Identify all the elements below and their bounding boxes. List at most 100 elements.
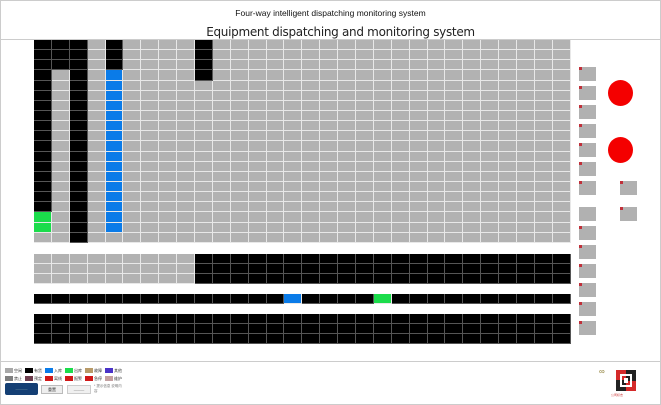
grid-cell-empty[interactable] (356, 232, 374, 243)
grid-cell-occupied[interactable] (69, 212, 88, 223)
grid-cell-empty[interactable] (51, 202, 70, 213)
grid-cell-empty[interactable] (87, 50, 106, 61)
grid-cell-empty[interactable] (463, 212, 482, 223)
grid-cell-occupied[interactable] (195, 254, 213, 265)
grid-cell-empty[interactable] (212, 202, 231, 213)
grid-cell-empty[interactable] (517, 141, 535, 152)
grid-cell-empty[interactable] (338, 141, 357, 152)
grid-cell-empty[interactable] (123, 254, 142, 265)
grid-cell-empty[interactable] (284, 202, 303, 213)
grid-cell-empty[interactable] (552, 202, 571, 213)
grid-cell-empty[interactable] (463, 141, 482, 152)
grid-cell-empty[interactable] (445, 151, 464, 162)
grid-cell-empty[interactable] (373, 232, 392, 243)
grid-cell-occupied[interactable] (409, 334, 428, 345)
grid-cell-empty[interactable] (141, 50, 160, 61)
grid-cell-empty[interactable] (427, 181, 446, 193)
device-station[interactable] (579, 321, 596, 335)
grid-cell-empty[interactable] (284, 80, 303, 91)
grid-cell-empty[interactable] (338, 90, 357, 101)
grid-cell-occupied[interactable] (266, 334, 285, 345)
grid-cell-occupied[interactable] (69, 161, 88, 172)
device-station[interactable] (579, 302, 596, 316)
grid-cell-empty[interactable] (517, 80, 535, 91)
grid-cell-empty[interactable] (463, 222, 482, 233)
grid-cell-empty[interactable] (373, 121, 392, 132)
grid-cell-empty[interactable] (51, 192, 70, 203)
grid-cell-empty[interactable] (391, 100, 410, 111)
grid-cell-occupied[interactable] (499, 254, 518, 265)
grid-cell-occupied[interactable] (552, 314, 571, 325)
grid-cell-empty[interactable] (338, 181, 357, 193)
grid-cell-empty[interactable] (499, 232, 518, 243)
grid-cell-empty[interactable] (373, 192, 392, 203)
grid-cell-occupied[interactable] (320, 314, 339, 325)
grid-cell-empty[interactable] (230, 100, 249, 111)
grid-cell-empty[interactable] (159, 232, 178, 243)
grid-cell-empty[interactable] (284, 70, 303, 81)
grid-cell-empty[interactable] (534, 202, 553, 213)
grid-cell-empty[interactable] (230, 141, 249, 152)
grid-cell-empty[interactable] (302, 181, 321, 193)
grid-cell-empty[interactable] (141, 80, 160, 91)
grid-cell-occupied[interactable] (34, 324, 52, 335)
grid-cell-occupied[interactable] (517, 294, 535, 305)
grid-cell-empty[interactable] (123, 80, 142, 91)
grid-cell-empty[interactable] (373, 40, 392, 51)
grid-cell-empty[interactable] (195, 202, 213, 213)
grid-cell-empty[interactable] (248, 192, 267, 203)
grid-cell-empty[interactable] (266, 100, 285, 111)
grid-cell-occupied[interactable] (499, 324, 518, 335)
grid-cell-empty[interactable] (177, 60, 196, 71)
grid-cell-empty[interactable] (499, 80, 518, 91)
grid-cell-occupied[interactable] (445, 264, 464, 275)
grid-cell-empty[interactable] (463, 202, 482, 213)
grid-cell-inbound[interactable] (105, 80, 124, 91)
grid-cell-empty[interactable] (409, 161, 428, 172)
device-station[interactable] (579, 124, 596, 138)
grid-cell-empty[interactable] (338, 131, 357, 142)
grid-cell-empty[interactable] (248, 60, 267, 71)
grid-cell-empty[interactable] (409, 171, 428, 182)
grid-cell-empty[interactable] (159, 181, 178, 193)
grid-cell-empty[interactable] (356, 131, 374, 142)
grid-cell-empty[interactable] (302, 212, 321, 223)
grid-cell-occupied[interactable] (177, 294, 196, 305)
grid-cell-occupied[interactable] (69, 80, 88, 91)
grid-cell-empty[interactable] (373, 222, 392, 233)
grid-cell-empty[interactable] (391, 40, 410, 51)
grid-cell-inbound[interactable] (105, 212, 124, 223)
grid-cell-inbound[interactable] (105, 161, 124, 172)
grid-cell-empty[interactable] (391, 121, 410, 132)
grid-cell-empty[interactable] (445, 50, 464, 61)
grid-cell-occupied[interactable] (123, 294, 142, 305)
grid-cell-empty[interactable] (409, 60, 428, 71)
grid-cell-occupied[interactable] (284, 324, 303, 335)
grid-cell-empty[interactable] (552, 161, 571, 172)
grid-cell-empty[interactable] (427, 80, 446, 91)
grid-cell-empty[interactable] (284, 161, 303, 172)
grid-cell-empty[interactable] (427, 161, 446, 172)
grid-cell-empty[interactable] (266, 161, 285, 172)
grid-cell-empty[interactable] (534, 141, 553, 152)
grid-cell-empty[interactable] (320, 141, 339, 152)
grid-cell-empty[interactable] (87, 254, 106, 265)
grid-cell-empty[interactable] (481, 151, 500, 162)
grid-cell-empty[interactable] (481, 212, 500, 223)
grid-cell-empty[interactable] (266, 40, 285, 51)
grid-cell-empty[interactable] (284, 90, 303, 101)
grid-cell-occupied[interactable] (69, 202, 88, 213)
grid-cell-occupied[interactable] (34, 171, 52, 182)
grid-cell-occupied[interactable] (51, 40, 70, 51)
grid-cell-empty[interactable] (212, 70, 231, 81)
grid-cell-empty[interactable] (266, 232, 285, 243)
grid-cell-empty[interactable] (356, 70, 374, 81)
grid-cell-empty[interactable] (481, 60, 500, 71)
grid-cell-empty[interactable] (445, 212, 464, 223)
grid-cell-occupied[interactable] (266, 314, 285, 325)
grid-cell-occupied[interactable] (517, 264, 535, 275)
grid-cell-empty[interactable] (534, 110, 553, 122)
grid-cell-empty[interactable] (427, 50, 446, 61)
grid-cell-inbound[interactable] (105, 70, 124, 81)
grid-cell-empty[interactable] (87, 161, 106, 172)
